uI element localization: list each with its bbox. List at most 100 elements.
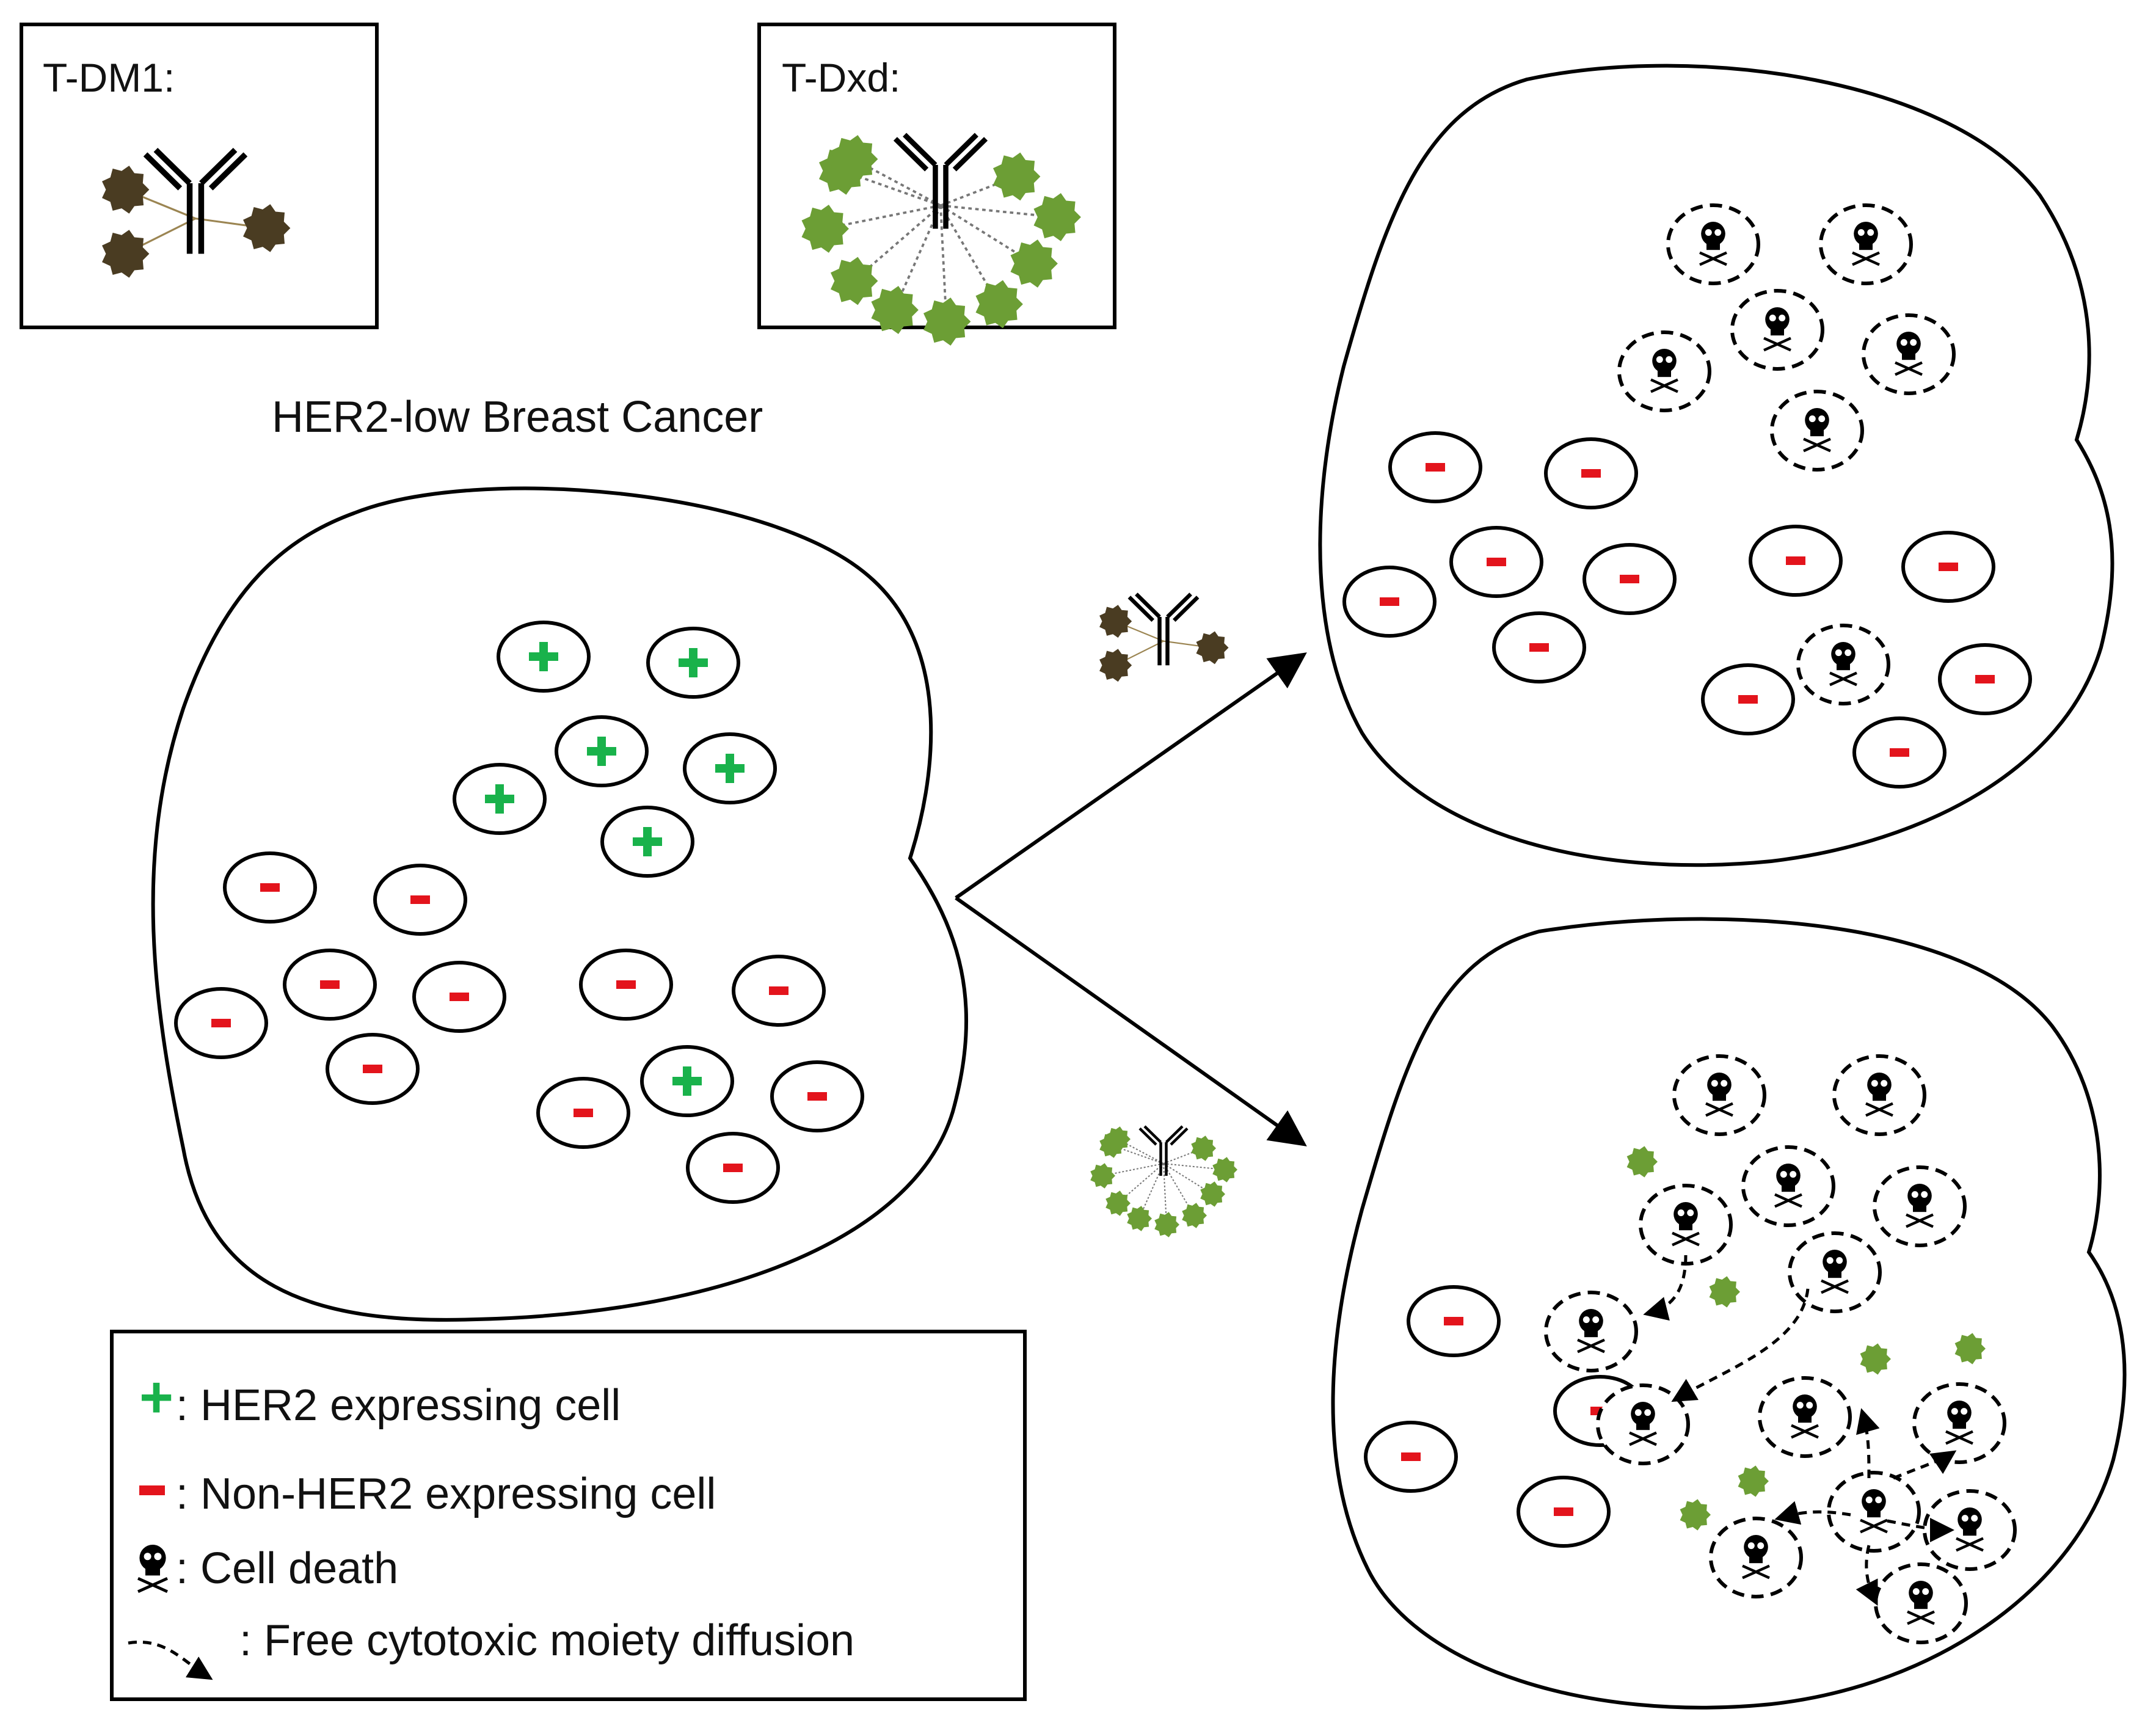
dxd-payload: [992, 152, 1041, 201]
dead-cell: [1741, 1145, 1835, 1227]
free-payload-diffusion-arrows: [1643, 1255, 1957, 1606]
tumor-after-tdxd-cells: [1364, 1054, 2017, 1644]
dxd-payload: [801, 205, 849, 253]
dead-cell: [1923, 1489, 2017, 1571]
her2-negative-cell: [1749, 525, 1843, 597]
legend-diffusion-text: : Free cytotoxic moiety diffusion: [239, 1616, 854, 1665]
her2-negative-cell: [732, 955, 826, 1027]
her2-negative-cell: [412, 961, 506, 1033]
dead-cell: [1819, 203, 1913, 285]
dxd-payload: [1191, 1135, 1216, 1161]
dead-cell: [1912, 1382, 2006, 1464]
her2-negative-cell: [283, 949, 377, 1021]
dxd-payload: [1127, 1206, 1152, 1231]
dxd-payload: [830, 135, 878, 183]
free-payload-particle: [1954, 1333, 1986, 1365]
skull-crossbones-icon: [1672, 1202, 1700, 1247]
dead-cell: [1873, 1165, 1967, 1247]
skull-crossbones-icon: [1907, 1581, 1935, 1625]
skull-crossbones-icon: [1742, 1535, 1770, 1580]
her2-negative-cell: [326, 1033, 420, 1105]
skull-crossbones-icon: [1906, 1184, 1934, 1228]
arrow-to-tdm1-outcome: [955, 652, 1307, 900]
legend-positive-text: : HER2 expressing cell: [176, 1381, 621, 1430]
dead-cell: [1827, 1471, 1921, 1553]
her2-negative-cell: [1342, 566, 1437, 638]
tumor-initial-outline: [151, 486, 969, 1322]
her2-negative-cell: [1544, 437, 1638, 509]
skull-crossbones-icon: [1774, 1164, 1802, 1208]
dxd-payload: [923, 297, 971, 346]
her2-positive-cell: [497, 621, 591, 693]
arrow-to-tdxd-outcome: [955, 896, 1307, 1146]
free-payload-particles: [1626, 1146, 1986, 1531]
dxd-payload: [1105, 1126, 1131, 1152]
her2-negative-cell: [686, 1132, 780, 1204]
tdm1-conjugate-icon: [102, 148, 291, 278]
dead-cell: [1617, 330, 1711, 412]
her2-negative-cell: [1582, 543, 1677, 615]
her2-positive-cell: [600, 806, 694, 878]
dead-cell: [1788, 1231, 1882, 1313]
her2-negative-cell: [1449, 526, 1543, 598]
legend-death-text: : Cell death: [176, 1544, 398, 1593]
dxd-payload: [1105, 1190, 1131, 1216]
free-payload-particle: [1738, 1465, 1769, 1497]
dead-cell: [1770, 390, 1864, 472]
her2-negative-cell: [1492, 611, 1586, 683]
skull-crossbones-icon: [1956, 1507, 1984, 1552]
her2-positive-cell: [453, 763, 547, 835]
skull-crossbones-icon: [1650, 349, 1678, 393]
dxd-payload: [1212, 1157, 1237, 1183]
dxd-payload: [1154, 1212, 1179, 1237]
tdxd-legend-label: T-Dxd:: [782, 55, 900, 100]
skull-crossbones-icon: [1705, 1073, 1733, 1117]
her2-positive-cell: [555, 715, 649, 787]
skull-crossbones-icon: [1945, 1401, 1973, 1445]
dm1-payload: [102, 166, 150, 214]
skull-crossbones-icon: [1895, 332, 1923, 376]
diffusion-arrow: [1856, 1408, 1880, 1479]
her2-negative-cell: [1517, 1476, 1611, 1548]
diagram-title: HER2-low Breast Cancer: [272, 393, 763, 442]
her2-positive-cell: [646, 627, 740, 699]
dxd-payload: [871, 286, 919, 334]
free-payload-particle: [1680, 1499, 1711, 1531]
legend-negative-text: : Non-HER2 expressing cell: [176, 1470, 716, 1518]
her2-negative-cell: [1701, 663, 1795, 735]
her2-negative-cell: [1901, 531, 1995, 603]
tumor-initial-cells: [174, 621, 864, 1204]
skull-crossbones-icon: [1699, 222, 1727, 266]
tdm1-legend-box: T-DM1:: [20, 23, 379, 329]
dxd-payload: [1090, 1163, 1115, 1189]
dxd-payload: [1010, 239, 1058, 288]
diffusion-arrow: [1774, 1501, 1851, 1525]
tdxd-legend-box: T-Dxd:: [757, 23, 1116, 346]
tdm1-conjugate-arrow-icon: [1099, 592, 1229, 682]
dxd-payload: [830, 257, 878, 305]
free-payload-particle: [1626, 1146, 1658, 1178]
tumor-after-tdm1-cells: [1342, 203, 2032, 789]
her2-positive-cell: [640, 1045, 734, 1117]
her2-negative-cell: [1388, 431, 1482, 503]
her2-negative-cell: [1852, 716, 1947, 789]
diffusion-arrow: [1856, 1545, 1878, 1606]
free-payload-particle: [1860, 1343, 1891, 1375]
skull-crossbones-icon: [137, 1545, 168, 1593]
diffusion-arrow: [1643, 1255, 1688, 1321]
her2-negative-cell: [579, 949, 673, 1021]
dead-cell: [1709, 1517, 1803, 1598]
dead-cell: [1796, 624, 1890, 705]
tdxd-conjugate-arrow-icon: [1090, 1125, 1237, 1237]
antibody-icon: [893, 133, 988, 229]
dxd-payload: [1033, 193, 1081, 241]
tdxd-conjugate-icon: [801, 133, 1081, 346]
skull-crossbones-icon: [137, 1545, 168, 1593]
legend-minus-symbol: [139, 1485, 165, 1495]
dead-cell: [1639, 1184, 1733, 1266]
dm1-payload: [1196, 631, 1229, 665]
skull-crossbones-icon: [1829, 642, 1857, 687]
dead-cell: [1758, 1376, 1852, 1458]
dm1-payload: [1099, 649, 1132, 682]
